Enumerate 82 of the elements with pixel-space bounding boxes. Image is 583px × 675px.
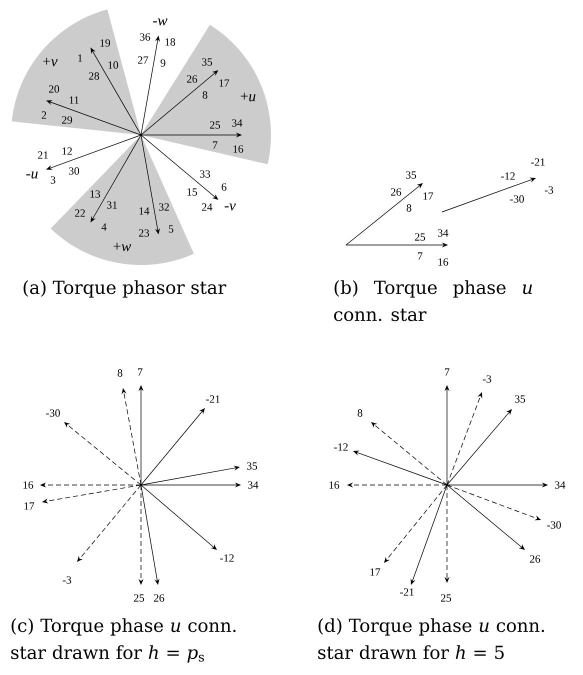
- subfigure-caption: (d) Torque phase u conn. star drawn for h = 5: [318, 618, 544, 660]
- number-label: 16: [23, 481, 34, 489]
- number-label: 11: [70, 96, 79, 104]
- phase-label: -w: [153, 18, 168, 26]
- number-label: 26: [154, 594, 164, 602]
- number-label: 35: [247, 462, 258, 470]
- number-label: 10: [108, 61, 118, 69]
- number-label: -21: [206, 395, 220, 403]
- number-label: 7: [138, 368, 142, 376]
- number-label: 32: [159, 203, 169, 211]
- number-label: 34: [438, 229, 448, 237]
- number-label: 16: [233, 145, 244, 153]
- number-label: 29: [62, 116, 72, 124]
- phase-label: +w: [114, 242, 132, 252]
- number-label: 16: [329, 481, 340, 489]
- number-label: 9: [160, 59, 166, 67]
- number-label: -12: [220, 554, 234, 562]
- number-label: 20: [48, 85, 60, 93]
- number-label: 5: [168, 225, 174, 233]
- number-label: 7: [212, 141, 218, 149]
- number-label: 31: [107, 201, 117, 209]
- number-label: 33: [200, 170, 210, 178]
- number-label: 25: [414, 233, 426, 241]
- number-label: 35: [406, 171, 416, 179]
- number-label: 18: [165, 38, 176, 46]
- number-label: 23: [138, 229, 150, 237]
- number-label: -3: [544, 186, 554, 194]
- phase-label: +v: [43, 58, 58, 66]
- number-label: 6: [222, 183, 226, 191]
- number-label: 4: [101, 223, 107, 231]
- number-label: 35: [515, 395, 526, 403]
- number-label: 14: [139, 207, 150, 215]
- number-label: -21: [531, 158, 545, 166]
- number-label: 17: [370, 568, 380, 576]
- phase-label: -v: [224, 204, 236, 211]
- number-label: -12: [334, 443, 348, 451]
- number-label: 26: [390, 188, 402, 196]
- number-label: 8: [358, 409, 362, 417]
- subfigure-caption: (c) Torque phase u conn. star drawn for h = p$_{s}$: [11, 618, 236, 663]
- number-label: -30: [46, 409, 60, 417]
- number-label: 8: [118, 369, 122, 377]
- number-label: 34: [555, 481, 566, 489]
- number-label: -12: [501, 172, 515, 180]
- number-label: 1: [78, 54, 82, 62]
- number-label: 28: [88, 72, 100, 80]
- number-label: 19: [100, 39, 110, 47]
- number-label: 36: [140, 33, 150, 41]
- number-label: 17: [24, 502, 34, 510]
- number-label: 13: [90, 190, 100, 198]
- number-label: 17: [219, 79, 230, 87]
- number-label: 25: [440, 594, 452, 602]
- number-label: -3: [62, 576, 72, 584]
- number-label: -21: [400, 588, 414, 596]
- subfigure-caption: (a) Torque phasor star: [24, 280, 226, 298]
- number-label: 30: [69, 167, 80, 175]
- number-label: 21: [38, 151, 48, 159]
- phase-label: +u: [240, 92, 256, 102]
- phase-label: -u: [26, 171, 38, 179]
- number-label: 2: [42, 111, 46, 119]
- number-label: -30: [510, 195, 524, 203]
- number-label: -3: [482, 375, 492, 383]
- number-label: 8: [406, 204, 412, 212]
- number-label: 22: [74, 209, 85, 217]
- number-label: 34: [248, 481, 258, 489]
- number-label: 3: [50, 176, 56, 184]
- number-label: -30: [547, 521, 561, 529]
- subfigure-caption: (b) Torque phase u conn. star: [334, 280, 532, 322]
- number-label: 8: [202, 91, 208, 99]
- number-label: 25: [134, 594, 144, 602]
- number-label: 34: [232, 119, 242, 127]
- number-label: 26: [530, 555, 540, 563]
- number-label: 15: [187, 188, 198, 196]
- number-label: 24: [202, 203, 212, 211]
- number-label: 7: [444, 368, 450, 376]
- number-label: 27: [138, 56, 148, 64]
- number-label: 25: [210, 121, 220, 129]
- number-label: 16: [438, 258, 448, 266]
- number-label: 26: [186, 75, 198, 83]
- number-label: 12: [62, 147, 72, 155]
- number-label: 35: [202, 58, 212, 66]
- number-label: 7: [418, 252, 422, 260]
- number-label: 17: [423, 192, 434, 200]
